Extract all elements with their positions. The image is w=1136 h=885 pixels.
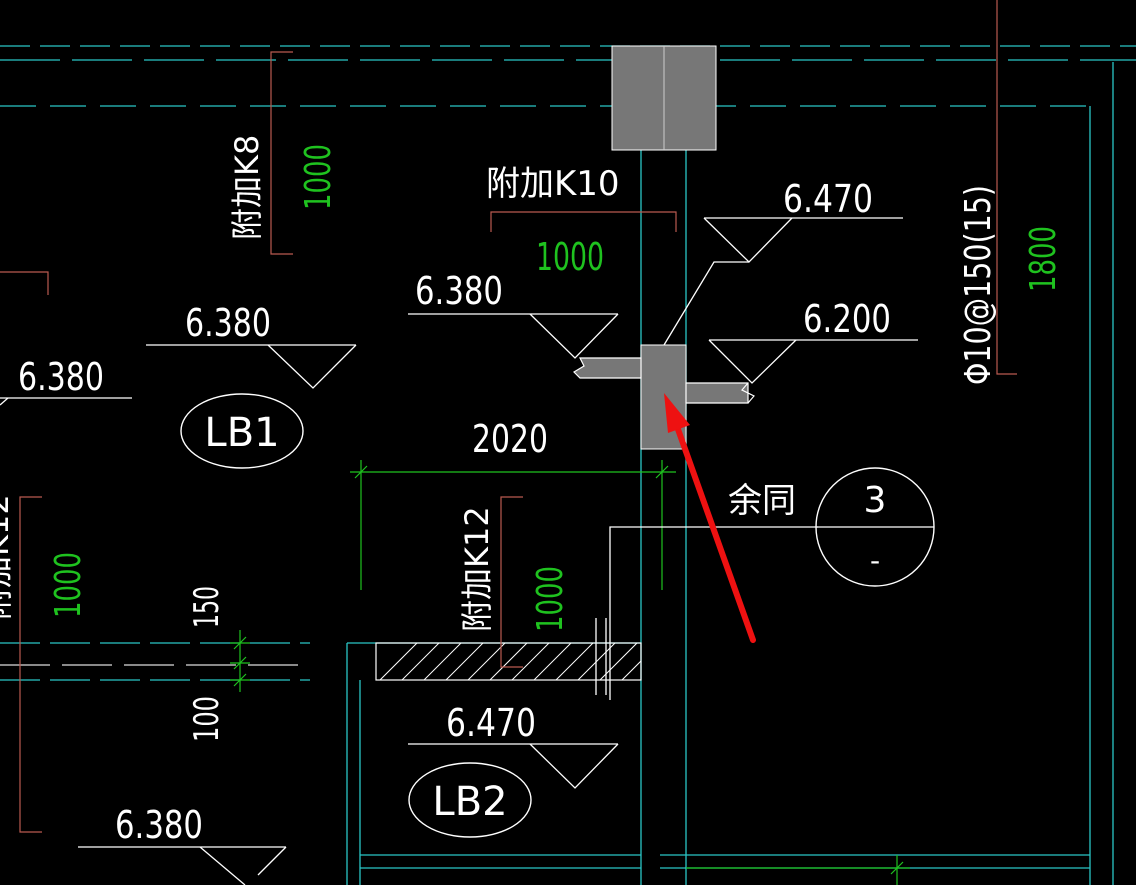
dim-2020: 2020: [472, 417, 548, 461]
detail-sheet: -: [870, 544, 880, 577]
slab-lb1-ellipse[interactable]: [180, 393, 304, 469]
elevation-6380-upper-left: 6.380: [185, 301, 271, 345]
elevation-6470-top: 6.470: [783, 177, 873, 221]
label-extra-k10: 附加K10: [486, 164, 620, 204]
dim-1800: 1800: [1023, 226, 1064, 292]
hatch-line: [445, 642, 484, 681]
dim-left-1000: 1000: [48, 552, 89, 618]
label-extra-left: 附加K12: [0, 494, 16, 620]
detail-callout[interactable]: [815, 467, 935, 587]
elevation-6200: 6.200: [803, 297, 891, 341]
elevation-markers: [0, 217, 918, 885]
dim-k8-1000: 1000: [298, 144, 339, 210]
hatch-line: [379, 642, 418, 681]
dim-k10-1000: 1000: [536, 235, 604, 279]
beam-stubs: [573, 357, 755, 404]
slab-lb2-label: LB2: [432, 779, 507, 825]
label-extra-k12: 附加K12: [458, 506, 496, 632]
slab-lb1-label: LB1: [204, 410, 279, 456]
dimension-lines: [230, 460, 910, 885]
hatch-line: [467, 642, 506, 681]
red-arrow-annotation: [664, 393, 756, 643]
dim-150: 150: [187, 586, 227, 628]
hatch-line: [533, 642, 572, 681]
rebar-brackets: [0, 0, 1017, 833]
wall-lines: [0, 45, 1136, 885]
hatch-line: [401, 642, 440, 681]
hatch-line: [423, 642, 462, 681]
detail-number: 3: [864, 480, 887, 521]
label-rebar-note: Φ10@150(15): [958, 185, 999, 385]
elevation-6470-lb2: 6.470: [446, 701, 536, 745]
hatch-line: [555, 642, 594, 681]
hatch-line: [489, 642, 528, 681]
hatched-wall: [375, 642, 642, 681]
elevation-6380-far-left: 6.380: [18, 355, 104, 399]
dim-k12-1000: 1000: [530, 566, 571, 632]
label-extra-k8: 附加K8: [228, 135, 266, 240]
slab-lb2-ellipse[interactable]: [408, 762, 532, 838]
dim-100: 100: [187, 696, 227, 742]
elevation-6380-mid: 6.380: [415, 269, 503, 313]
hatch-line: [511, 642, 550, 681]
elevation-6380-bottom: 6.380: [115, 803, 203, 847]
hatch-line: [621, 660, 642, 681]
label-same-note: 余同: [728, 481, 796, 521]
